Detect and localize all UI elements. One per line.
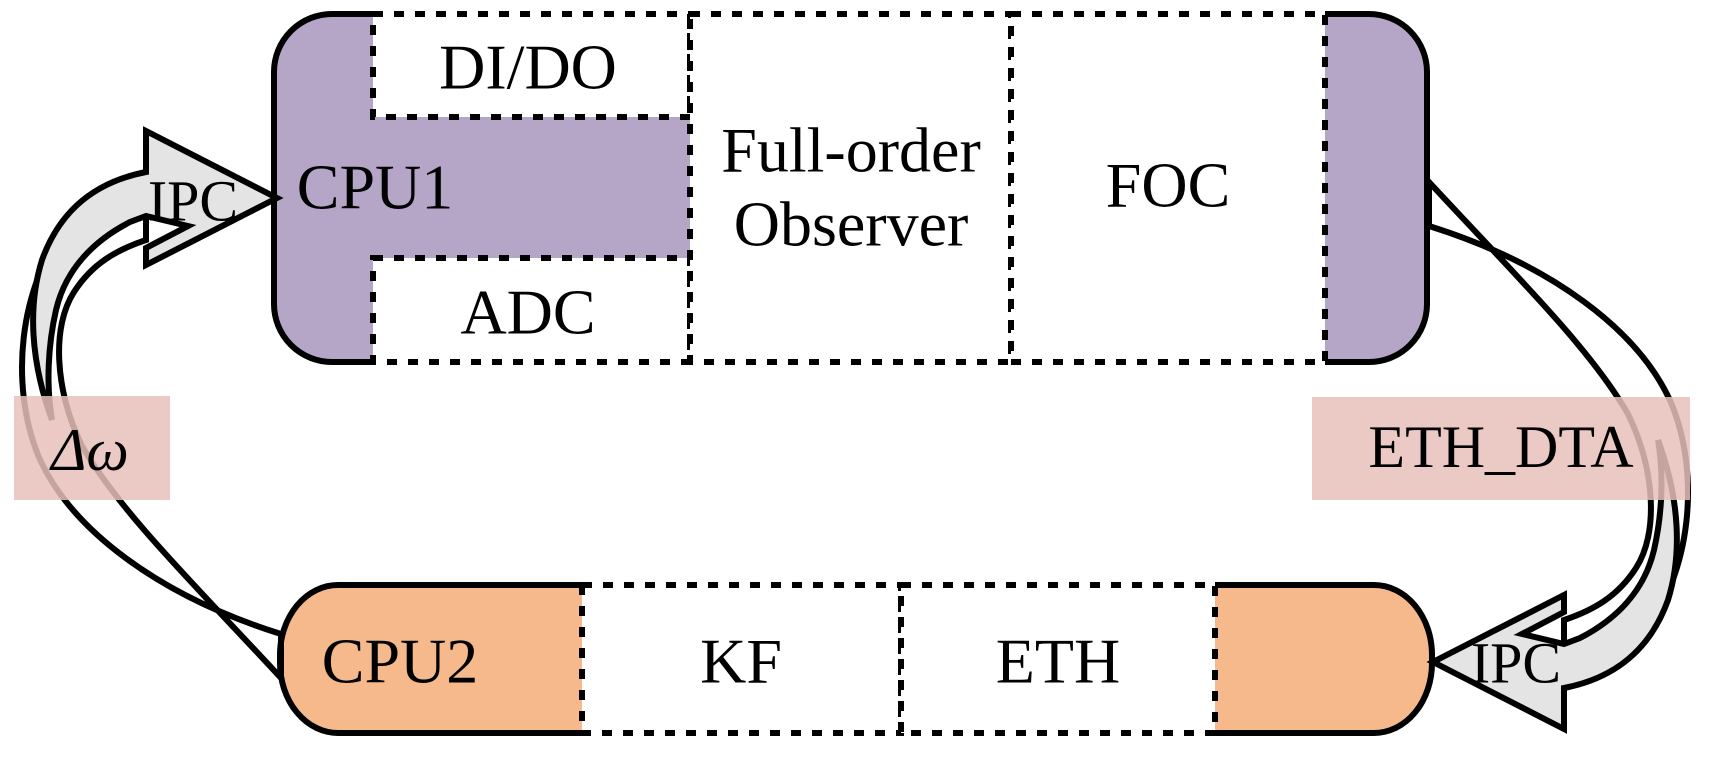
cpu2-right-cap-border [1215,582,1435,736]
module-adc-label: ADC [460,277,595,348]
left-ipc-arrow-label: IPC [148,169,238,234]
module-observer-box [687,11,1014,365]
module-adc-box [370,255,693,365]
module-dido-box [370,11,693,120]
eth-dta-signal-label: ETH_DTA [1368,414,1633,480]
module-observer-label-line2: Observer [734,189,969,260]
eth-dta-signal-box [1312,397,1690,500]
module-observer-label-line1: Full-order [721,115,981,186]
cpu2-left-cap-border [277,582,582,736]
module-foc-label: FOC [1106,150,1231,221]
module-eth-box [898,582,1218,736]
module-eth-label: ETH [996,626,1120,697]
module-kf-box [579,582,904,736]
delta-omega-signal-box [14,396,170,500]
right-ipc-arrow-label: IPC [1471,631,1561,696]
module-kf-label: KF [700,626,782,697]
cpu1-label: CPU1 [297,152,454,223]
module-dido-label: DI/DO [439,32,617,103]
module-foc-box [1008,11,1328,365]
cpu2-label: CPU2 [322,626,479,697]
cpu1-right-cap-border [1325,11,1430,365]
cpu1-left-cap-border [271,11,373,365]
delta-omega-signal-label: Δω [49,417,129,483]
